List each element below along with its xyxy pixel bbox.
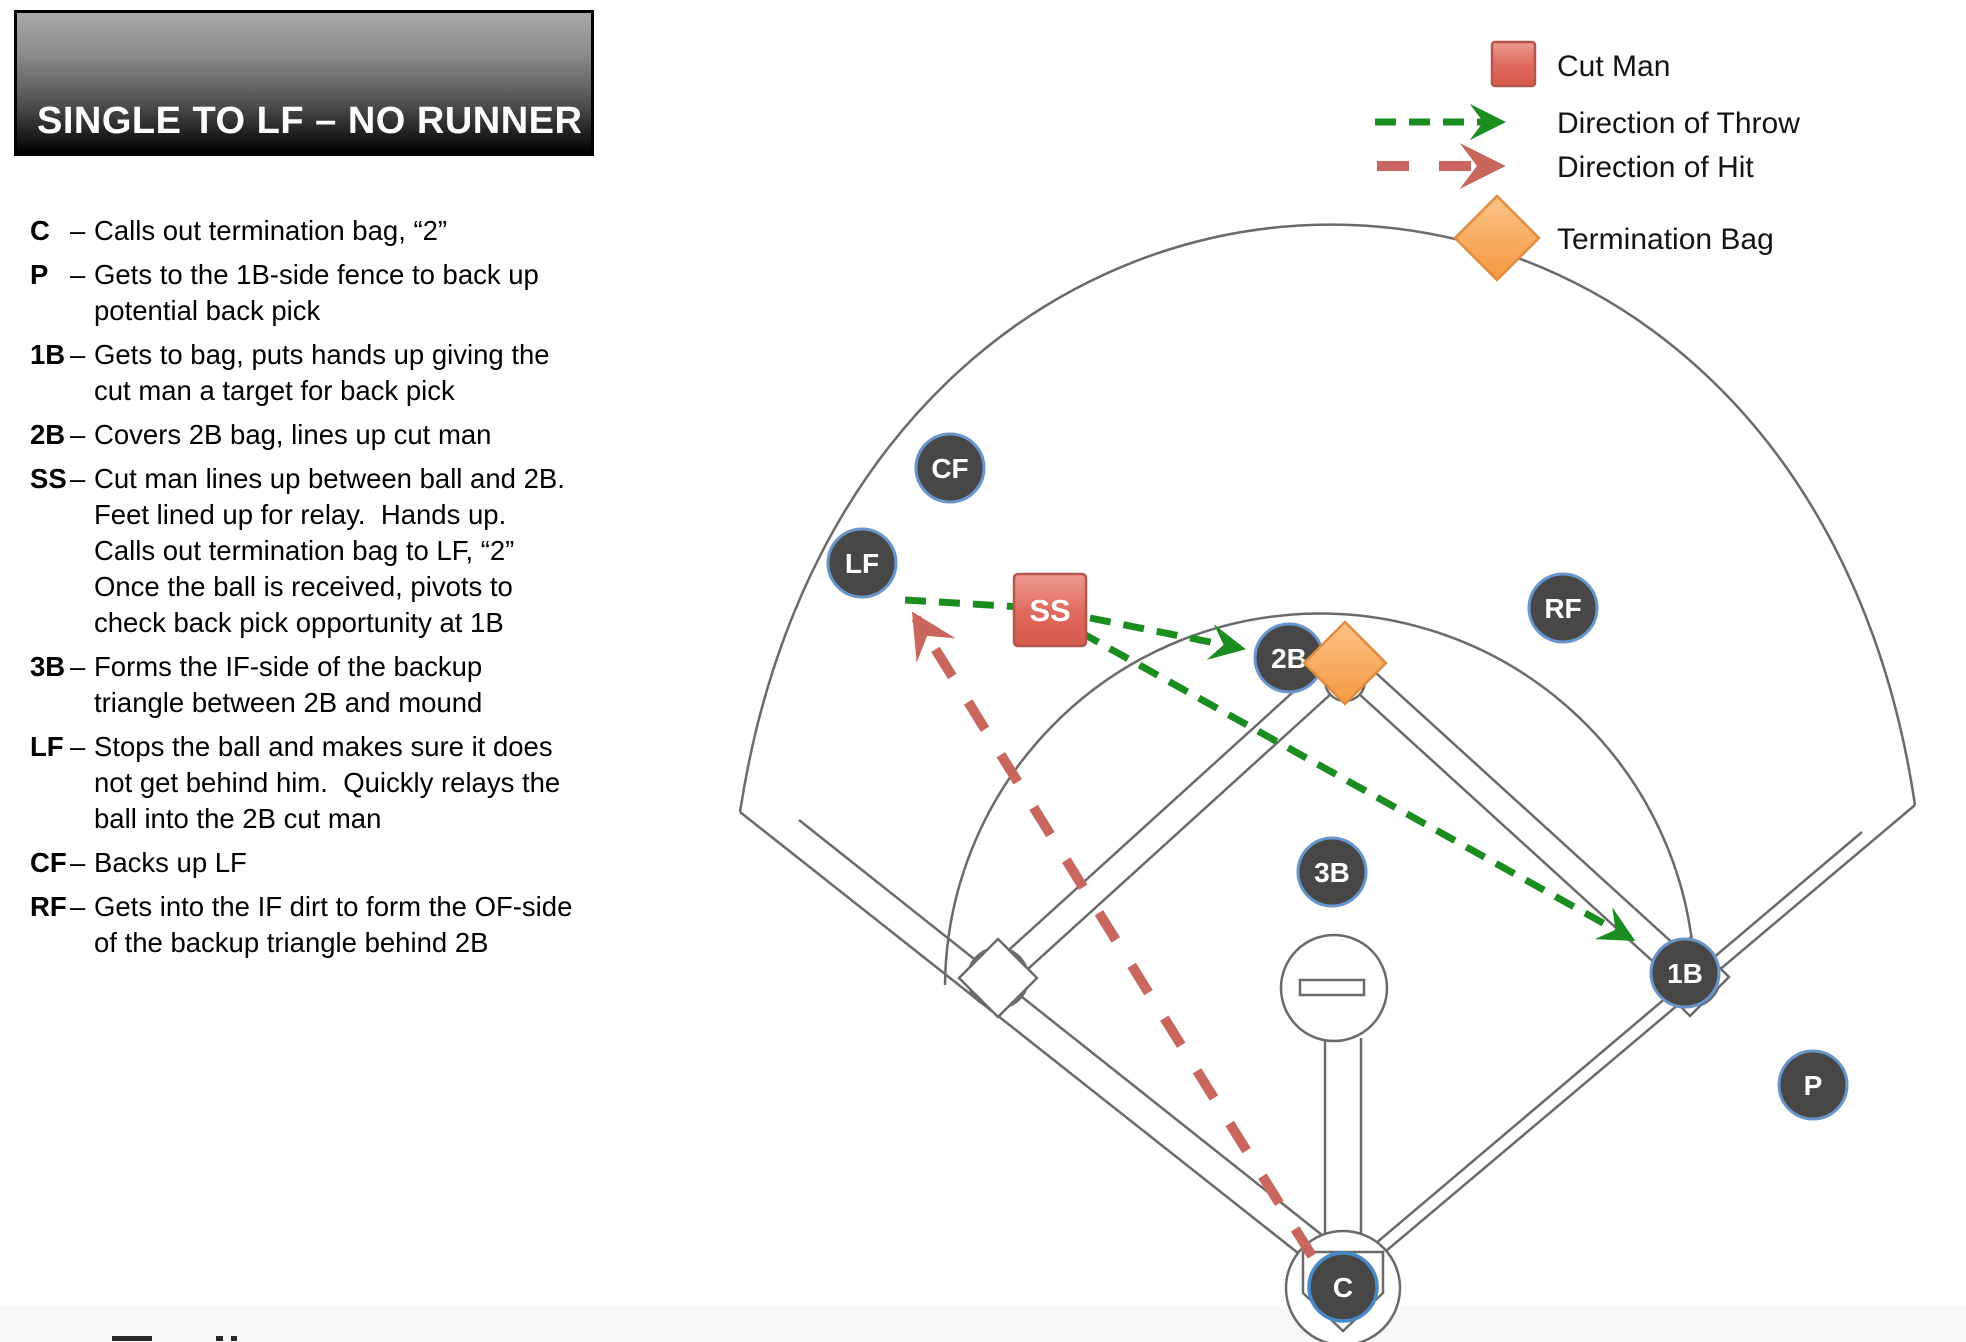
- assignment-dash: –: [70, 419, 86, 450]
- title-banner: SINGLE TO LF – NO RUNNER: [14, 10, 594, 156]
- assignment-text: Forms the IF-side of the backup triangle…: [94, 651, 490, 718]
- assignment-dash: –: [70, 891, 86, 922]
- player-marker-2b: 2B: [1253, 622, 1325, 694]
- assignment-text: Gets to the 1B-side fence to back up pot…: [94, 259, 547, 326]
- lf-label: LF: [845, 548, 879, 579]
- cf-circle: [914, 432, 986, 504]
- cf-label: CF: [931, 453, 968, 484]
- termination-bag-2b: [1302, 620, 1388, 706]
- assignment-list: C – Calls out termination bag, “2” P – G…: [30, 213, 605, 969]
- third-to-second-outer-line: [988, 652, 1337, 969]
- legend-termination-bag-icon: [1453, 194, 1541, 282]
- lf-circle: [826, 527, 898, 599]
- legend-throw-label: Direction of Throw: [1557, 107, 1800, 140]
- assignment-dash: –: [70, 339, 86, 370]
- legend-cut-man-icon: [1490, 40, 1537, 88]
- bottom-band: [0, 1306, 1966, 1342]
- legend: Cut Man Direction of Throw Direction of …: [1375, 40, 1800, 282]
- assignment-item-p: P – Gets to the 1B-side fence to back up…: [30, 257, 605, 329]
- assignment-text: Cut man lines up between ball and 2B. Fe…: [94, 463, 581, 638]
- player-marker-ss-cutman: SS: [1012, 572, 1088, 648]
- legend-termination-label: Termination Bag: [1557, 223, 1774, 256]
- 3b-label: 3B: [1314, 857, 1350, 888]
- assignment-position: C: [30, 215, 50, 246]
- throw-arrow-ss-to-1b: [1078, 628, 1636, 942]
- player-marker-p: P: [1777, 1049, 1849, 1121]
- 1b-label: 1B: [1667, 958, 1703, 989]
- assignment-text: Gets into the IF dirt to form the OF-sid…: [94, 891, 581, 958]
- assignment-text: Backs up LF: [94, 847, 247, 878]
- c-label: C: [1333, 1272, 1353, 1303]
- assignment-text: Gets to bag, puts hands up giving the cu…: [94, 339, 558, 406]
- left-basepath-inner-line: [798, 819, 1328, 1240]
- second-to-first-inner-line: [1335, 672, 1682, 988]
- legend-cut-man-label: Cut Man: [1557, 50, 1670, 83]
- player-marker-cf: CF: [914, 432, 986, 504]
- cutoff-text-fragment: [112, 1336, 252, 1342]
- p-label: P: [1804, 1070, 1823, 1101]
- assignment-item-rf: RF – Gets into the IF dirt to form the O…: [30, 889, 605, 961]
- p-circle: [1777, 1049, 1849, 1121]
- assignment-item-c: C – Calls out termination bag, “2”: [30, 213, 605, 249]
- assignment-text: Calls out termination bag, “2”: [94, 215, 448, 246]
- assignment-position: LF: [30, 731, 64, 762]
- assignment-dash: –: [70, 215, 86, 246]
- throw-arrow-ss-to-2b: [1089, 614, 1246, 660]
- third-to-second-inner-line: [1006, 672, 1355, 989]
- player-marker-rf: RF: [1527, 572, 1599, 644]
- 3b-circle: [1296, 836, 1368, 908]
- hit-arrow-home-to-lf: [911, 611, 1317, 1259]
- outfield-fence-line: [738, 223, 1917, 813]
- assignment-text: Covers 2B bag, lines up cut man: [94, 419, 492, 450]
- player-marker-lf: LF: [826, 527, 898, 599]
- second-to-first-outer-line: [1353, 652, 1700, 968]
- player-marker-3b: 3B: [1296, 836, 1368, 908]
- player-marker-c: C: [1307, 1251, 1379, 1323]
- assignment-position: RF: [30, 891, 67, 922]
- third-base-bag: [957, 937, 1039, 1019]
- right-foul-line: [1385, 804, 1916, 1252]
- assignment-position: CF: [30, 847, 67, 878]
- assignment-position: P: [30, 259, 49, 290]
- left-foul-line: [739, 811, 1299, 1254]
- 1b-circle: [1649, 937, 1721, 1009]
- assignment-item-3b: 3B – Forms the IF-side of the backup tri…: [30, 649, 605, 721]
- assignment-dash: –: [70, 847, 86, 878]
- assignment-item-2b: 2B – Covers 2B bag, lines up cut man: [30, 417, 605, 453]
- infield-dirt-arc: [943, 612, 1695, 986]
- ss-square: [1012, 572, 1088, 648]
- legend-hit-label: Direction of Hit: [1557, 151, 1754, 184]
- page-title: SINGLE TO LF – NO RUNNER: [37, 100, 583, 142]
- assignment-dash: –: [70, 731, 86, 762]
- player-marker-1b: 1B: [1649, 937, 1721, 1009]
- rf-circle: [1527, 572, 1599, 644]
- assignment-item-cf: CF – Backs up LF: [30, 845, 605, 881]
- assignment-position: 2B: [30, 419, 66, 450]
- assignment-text: Stops the ball and makes sure it does no…: [94, 731, 568, 834]
- 2b-label: 2B: [1271, 643, 1307, 674]
- rf-label: RF: [1544, 593, 1581, 624]
- assignment-item-ss: SS – Cut man lines up between ball and 2…: [30, 461, 605, 641]
- assignment-dash: –: [70, 259, 86, 290]
- throw-arrow-lf-to-ss: [904, 596, 1023, 611]
- assignment-item-lf: LF – Stops the ball and makes sure it do…: [30, 729, 605, 837]
- c-circle: [1307, 1251, 1379, 1323]
- right-basepath-inner-line: [1374, 831, 1863, 1245]
- assignment-position: 1B: [30, 339, 66, 370]
- pitching-rubber: [1298, 978, 1366, 997]
- assignment-dash: –: [70, 651, 86, 682]
- assignment-position: 3B: [30, 651, 66, 682]
- assignment-dash: –: [70, 463, 86, 494]
- assignment-item-1b: 1B – Gets to bag, puts hands up giving t…: [30, 337, 605, 409]
- ss-label: SS: [1029, 593, 1070, 628]
- assignment-position: SS: [30, 463, 67, 494]
